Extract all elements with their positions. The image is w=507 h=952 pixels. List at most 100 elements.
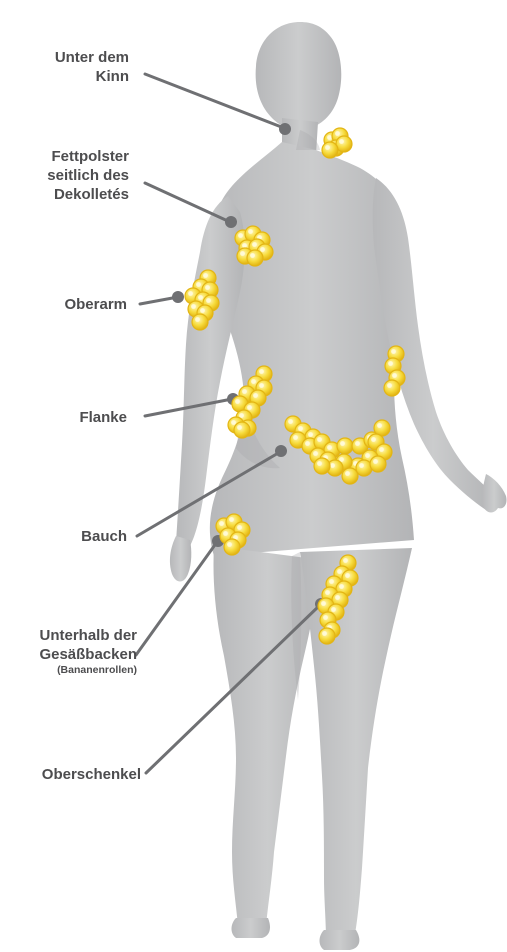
fat-cell-highlight-decollete-0 (238, 233, 243, 238)
fat-cell-flank-right-3 (384, 380, 400, 396)
fat-cell-highlight-decollete-5 (260, 247, 265, 252)
fat-cell-highlight-flank-left-3 (242, 389, 247, 394)
fat-cell-highlight-belly-3 (293, 435, 298, 440)
fat-cell-highlight-flank-left-1 (251, 379, 256, 384)
fat-cell-highlight-buttocks-2 (237, 525, 242, 530)
fat-cell-highlight-thigh-3 (329, 579, 334, 584)
head-shape (256, 22, 342, 130)
label-buttocks-line-2: Gesäßbacken (39, 645, 137, 664)
fat-cell-highlight-belly-12 (377, 423, 382, 428)
fat-cell-highlight-belly-7 (313, 451, 318, 456)
fat-cell-highlight-thigh-5 (325, 590, 330, 595)
fat-cell-highlight-flank-left-10 (237, 425, 242, 430)
fat-cell-highlight-thigh-8 (331, 607, 336, 612)
fat-cell-highlight-chin-0 (327, 135, 332, 140)
label-thigh-line-1: Oberschenkel (42, 765, 141, 784)
fat-cell-buttocks-5 (224, 539, 240, 555)
fat-cell-highlight-belly-21 (373, 459, 378, 464)
label-decollete-line-3: Dekolletés (47, 185, 129, 204)
fat-cell-highlight-decollete-7 (250, 253, 255, 258)
fat-cell-highlight-flank-left-8 (231, 420, 236, 425)
leader-dot-decollete (225, 216, 237, 228)
fat-cell-highlight-upper-arm-2 (205, 285, 210, 290)
fat-cell-highlight-belly-22 (317, 461, 322, 466)
label-belly: Bauch (81, 527, 127, 546)
fat-cell-highlight-flank-right-0 (391, 349, 396, 354)
fat-cell-highlight-buttocks-3 (223, 531, 228, 536)
fat-cell-highlight-flank-right-2 (392, 373, 397, 378)
fat-cell-highlight-decollete-3 (242, 243, 247, 248)
fat-cell-highlight-thigh-4 (339, 584, 344, 589)
fat-cell-highlight-thigh-2 (345, 573, 350, 578)
fat-cell-highlight-thigh-1 (337, 569, 342, 574)
fat-cell-highlight-belly-4 (305, 441, 310, 446)
fat-cell-highlight-thigh-0 (343, 558, 348, 563)
leader-dot-upper-arm (172, 291, 184, 303)
fat-cell-highlight-thigh-11 (322, 631, 327, 636)
fat-cell-highlight-flank-right-1 (388, 361, 393, 366)
fat-cell-flank-left-10 (234, 422, 250, 438)
fat-cell-highlight-upper-arm-8 (195, 317, 200, 322)
fat-cell-highlight-belly-6 (327, 445, 332, 450)
label-chin-line-2: Kinn (55, 67, 129, 86)
label-buttocks: Unterhalb der Gesäßbacken (Bananenrollen… (39, 626, 137, 676)
fat-cell-highlight-belly-15 (365, 453, 370, 458)
fat-cell-highlight-belly-9 (340, 441, 345, 446)
leader-dot-belly (275, 445, 287, 457)
fat-cell-highlight-flank-left-7 (239, 413, 244, 418)
fat-cell-highlight-belly-2 (308, 432, 313, 437)
label-decollete-line-1: Fettpolster (47, 147, 129, 166)
fat-cell-highlight-decollete-6 (240, 251, 245, 256)
left-hand-shape (170, 536, 191, 582)
label-thigh: Oberschenkel (42, 765, 141, 784)
fat-cell-highlight-upper-arm-5 (206, 298, 211, 303)
fat-cell-belly-19 (342, 468, 358, 484)
fat-cell-highlight-flank-left-5 (235, 399, 240, 404)
fat-cell-highlight-decollete-1 (248, 229, 253, 234)
left-leg-shape (213, 546, 322, 926)
fat-cell-highlight-belly-13 (371, 437, 376, 442)
fat-cell-highlight-flank-left-4 (253, 393, 258, 398)
fat-cell-highlight-belly-14 (379, 447, 384, 452)
fat-cell-highlight-flank-left-2 (259, 383, 264, 388)
fat-cell-highlight-belly-1 (298, 426, 303, 431)
fat-cell-highlight-upper-arm-7 (200, 308, 205, 313)
fat-cell-highlight-belly-20 (359, 463, 364, 468)
label-belly-line-1: Bauch (81, 527, 127, 546)
label-chin-line-1: Unter dem (55, 48, 129, 67)
fat-cell-highlight-thigh-9 (323, 615, 328, 620)
fat-cell-highlight-upper-arm-6 (191, 304, 196, 309)
fat-cell-highlight-buttocks-0 (219, 521, 224, 526)
fat-cell-highlight-belly-18 (330, 463, 335, 468)
right-hand-shape (482, 474, 507, 513)
fat-cell-thigh-11 (319, 628, 335, 644)
fat-cell-highlight-buttocks-5 (227, 542, 232, 547)
fat-cell-highlight-chin-1 (335, 131, 340, 136)
fat-cell-highlight-upper-arm-1 (196, 282, 201, 287)
fat-cell-highlight-belly-5 (317, 437, 322, 442)
fat-cell-highlight-thigh-6 (335, 595, 340, 600)
fat-cell-highlight-upper-arm-4 (198, 295, 203, 300)
fat-cell-highlight-upper-arm-3 (188, 291, 193, 296)
fat-cell-highlight-belly-0 (288, 419, 293, 424)
left-foot-shape (232, 918, 271, 938)
label-decollete: Fettpolster seitlich des Dekolletés (47, 147, 129, 204)
fat-cell-highlight-buttocks-1 (229, 517, 234, 522)
leader-line-decollete (145, 183, 230, 222)
leader-dot-chin (279, 123, 291, 135)
fat-cell-highlight-flank-left-6 (247, 405, 252, 410)
fat-cell-highlight-belly-10 (355, 441, 360, 446)
label-chin: Unter dem Kinn (55, 48, 129, 86)
fat-cell-belly-22 (314, 458, 330, 474)
label-buttocks-sub: (Bananenrollen) (39, 664, 137, 676)
right-foot-shape (320, 930, 360, 950)
label-flank: Flanke (79, 408, 127, 427)
fat-cell-belly-9 (337, 438, 353, 454)
label-decollete-line-2: seitlich des (47, 166, 129, 185)
fat-cell-highlight-upper-arm-0 (203, 273, 208, 278)
fat-cell-decollete-7 (247, 250, 263, 266)
label-flank-line-1: Flanke (79, 408, 127, 427)
fat-cell-upper-arm-8 (192, 314, 208, 330)
fat-cell-highlight-thigh-7 (321, 601, 326, 606)
label-buttocks-line-1: Unterhalb der (39, 626, 137, 645)
